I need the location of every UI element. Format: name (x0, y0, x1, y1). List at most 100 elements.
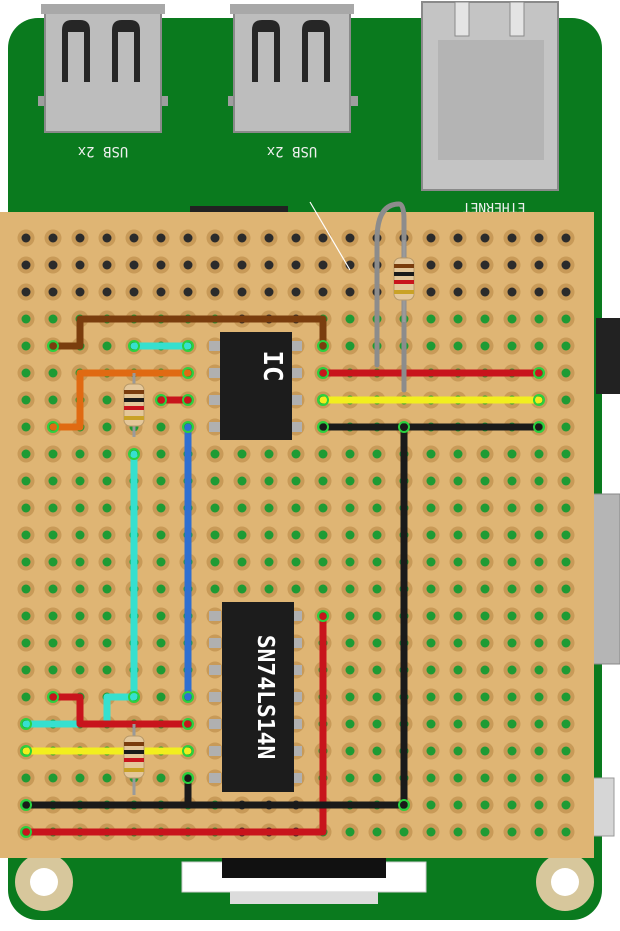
stripboard-hole (21, 557, 31, 567)
stripboard-hole (480, 287, 490, 297)
ic2-label: SN74LS14N (252, 635, 278, 760)
stripboard-hole (345, 476, 355, 486)
stripboard-hole (264, 287, 274, 297)
stripboard-hole (372, 719, 382, 729)
stripboard-hole (318, 557, 328, 567)
stripboard-hole (318, 530, 328, 540)
wire-endpoint (155, 394, 167, 406)
stripboard-hole (426, 665, 436, 675)
stripboard-hole (291, 449, 301, 459)
stripboard-hole (102, 503, 112, 513)
stripboard-hole (75, 611, 85, 621)
stripboard-hole (561, 692, 571, 702)
stripboard-hole (507, 341, 517, 351)
stripboard-hole (372, 503, 382, 513)
stripboard-hole (507, 584, 517, 594)
stripboard-hole (291, 287, 301, 297)
stripboard-hole (237, 476, 247, 486)
wire-endpoint (398, 799, 410, 811)
resistor-2 (123, 724, 145, 795)
stripboard-hole (534, 584, 544, 594)
wire-endpoint (182, 772, 194, 784)
stripboard-hole (561, 800, 571, 810)
wire-endpoint (182, 340, 194, 352)
stripboard-hole (507, 260, 517, 270)
stripboard-hole (426, 719, 436, 729)
stripboard-hole (453, 287, 463, 297)
ic-pin (209, 611, 221, 621)
stripboard-hole (534, 233, 544, 243)
stripboard-hole (75, 638, 85, 648)
stripboard-hole (534, 638, 544, 648)
stripboard-hole (426, 287, 436, 297)
ic-pin (290, 692, 302, 702)
stripboard-hole (345, 692, 355, 702)
stripboard-hole (291, 530, 301, 540)
stripboard-hole (210, 287, 220, 297)
wire-endpoint (20, 826, 32, 838)
stripboard-hole (453, 692, 463, 702)
stripboard-hole (426, 557, 436, 567)
wire-endpoint (128, 340, 140, 352)
ic-pin (290, 638, 302, 648)
wire-endpoint (182, 718, 194, 730)
stripboard-hole (21, 449, 31, 459)
stripboard-hole (426, 773, 436, 783)
stripboard-hole (453, 341, 463, 351)
ic1-label: IC (257, 350, 287, 381)
display-connector-latch (222, 856, 386, 878)
stripboard-hole (129, 233, 139, 243)
stripboard-hole (507, 638, 517, 648)
stripboard-hole (534, 719, 544, 729)
stripboard-hole (534, 449, 544, 459)
stripboard-hole (480, 233, 490, 243)
stripboard-hole (534, 665, 544, 675)
stripboard-hole (372, 746, 382, 756)
stripboard-hole (156, 422, 166, 432)
stripboard-hole (507, 827, 517, 837)
ic-pin (290, 368, 302, 378)
stripboard-hole (21, 773, 31, 783)
stripboard-hole (453, 503, 463, 513)
stripboard-hole (480, 719, 490, 729)
stripboard-hole (102, 557, 112, 567)
stripboard-hole (129, 287, 139, 297)
stripboard-hole (75, 287, 85, 297)
stripboard-hole (291, 584, 301, 594)
stripboard-hole (534, 314, 544, 324)
stripboard-hole (48, 773, 58, 783)
stripboard-hole (534, 827, 544, 837)
stripboard-hole (480, 773, 490, 783)
stripboard-hole (372, 557, 382, 567)
stripboard-hole (210, 233, 220, 243)
stripboard-hole (561, 665, 571, 675)
stripboard-hole (372, 476, 382, 486)
stripboard-hole (129, 260, 139, 270)
stripboard-hole (156, 692, 166, 702)
stripboard-hole (48, 638, 58, 648)
usb-label-1: USB 2x (78, 143, 129, 159)
stripboard-hole (507, 503, 517, 513)
stripboard-hole (561, 476, 571, 486)
wire-endpoint (533, 421, 545, 433)
stripboard-hole (561, 287, 571, 297)
stripboard-hole (453, 773, 463, 783)
stripboard-hole (318, 503, 328, 513)
stripboard-hole (534, 260, 544, 270)
stripboard-hole (426, 341, 436, 351)
stripboard-hole (534, 611, 544, 621)
stripboard-hole (318, 287, 328, 297)
stripboard-hole (210, 476, 220, 486)
stripboard-hole (102, 584, 112, 594)
stripboard-hole (102, 233, 112, 243)
stripboard-hole (21, 395, 31, 405)
wire-endpoint (182, 367, 194, 379)
stripboard-hole (561, 611, 571, 621)
stripboard-hole (345, 557, 355, 567)
ic-pin (209, 692, 221, 702)
stripboard-hole (372, 773, 382, 783)
stripboard-hole (480, 341, 490, 351)
stripboard-hole (264, 260, 274, 270)
ic-pin (290, 719, 302, 729)
stripboard-hole (561, 773, 571, 783)
